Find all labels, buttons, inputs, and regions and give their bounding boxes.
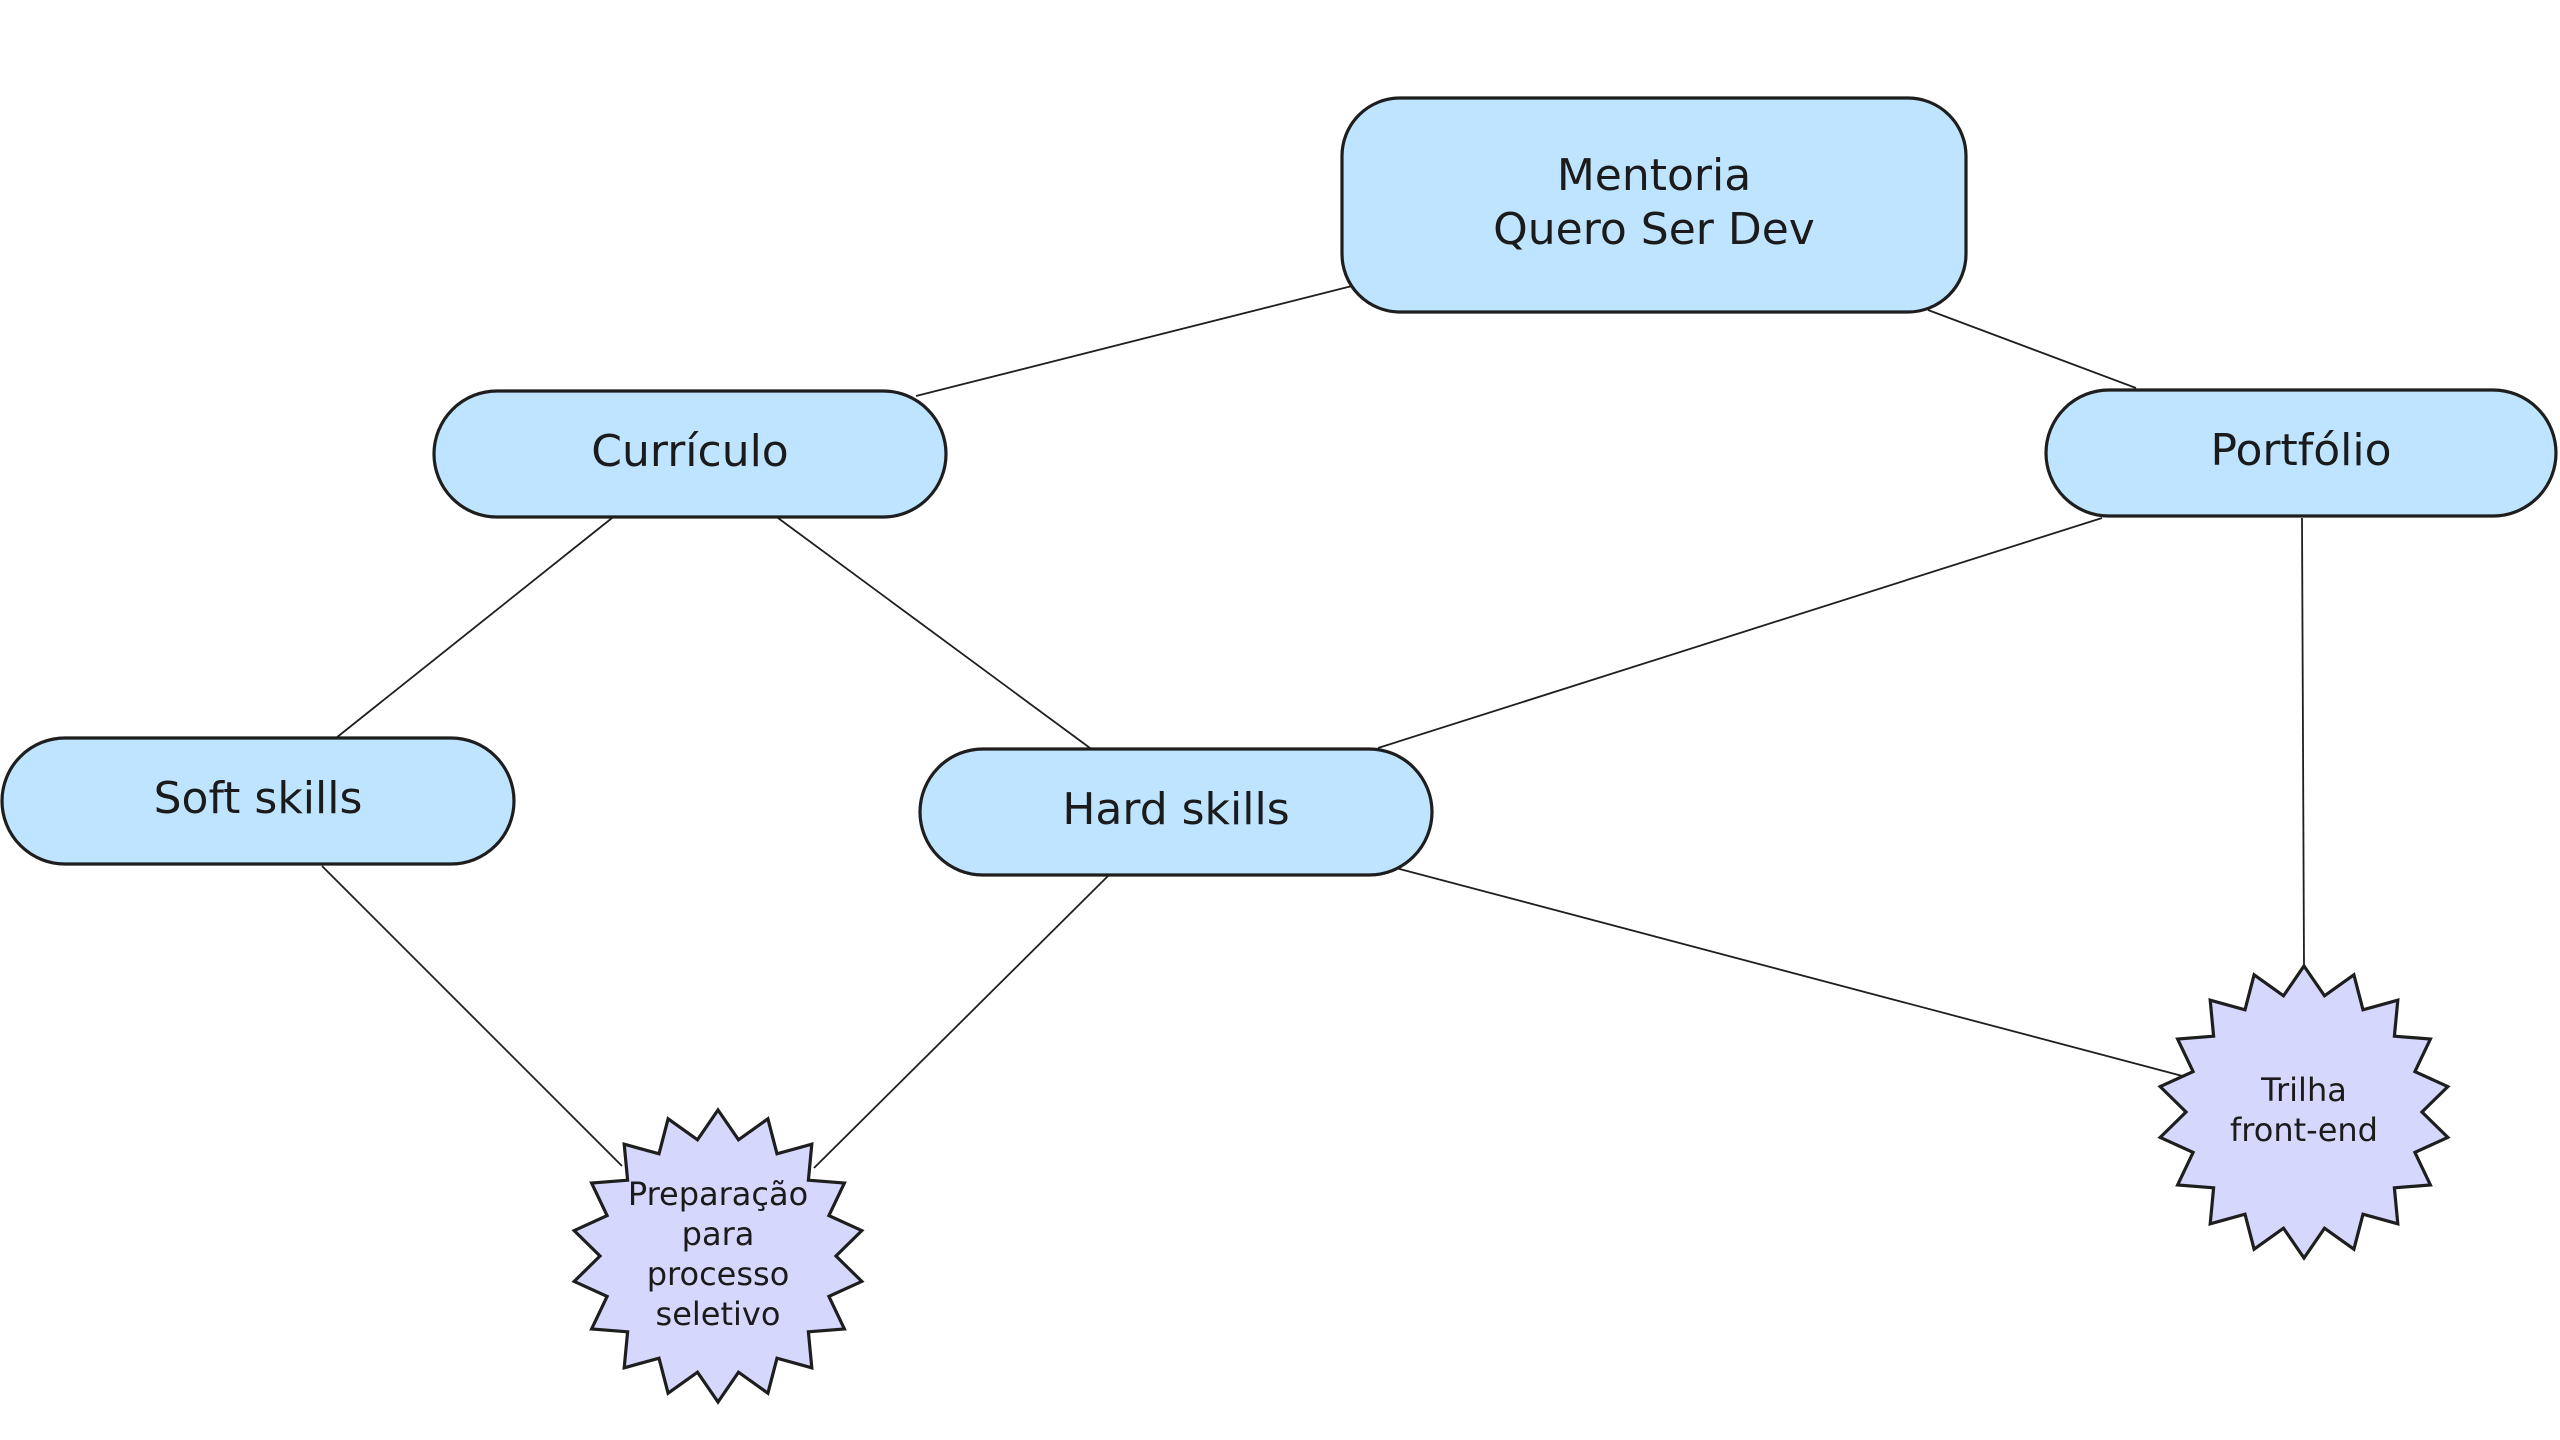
node-hard-skills-shape — [918, 747, 1434, 877]
node-trilha-star-shape — [2157, 963, 2451, 1261]
node-mentoria-label-line: Quero Ser Dev — [1493, 204, 1815, 255]
connector-portfolio-to-hard_skills — [1377, 517, 2103, 749]
connector-hard_skills-to-preparacao — [813, 875, 1109, 1169]
node-mentoria-label-line: Mentoria — [1557, 150, 1751, 201]
node-preparacao-label-line: processo — [647, 1255, 790, 1293]
node-portfolio-shape — [2044, 388, 2558, 518]
node-curriculo: Currículo — [432, 389, 948, 519]
node-curriculo-label-line: Currículo — [591, 426, 788, 477]
connector-lines — [321, 285, 2305, 1169]
node-hard-skills-label-line: Hard skills — [1062, 784, 1289, 835]
node-soft-skills-shape — [0, 736, 516, 866]
connector-portfolio-to-trilha — [2301, 517, 2305, 967]
node-curriculo-shape — [432, 389, 948, 519]
node-preparacao-label-line: seletivo — [656, 1295, 781, 1333]
connector-mentoria-to-portfolio — [1927, 309, 2137, 389]
node-portfolio-label-line: Portfólio — [2210, 425, 2391, 476]
node-preparacao-label-line: Preparação — [628, 1175, 808, 1213]
connector-mentoria-to-curriculo — [915, 285, 1353, 397]
node-trilha-label-line: Trilha — [2260, 1071, 2347, 1109]
node-mentoria-shape — [1340, 96, 1968, 314]
node-trilha-label-line: front-end — [2230, 1111, 2378, 1149]
node-portfolio: Portfólio — [2044, 388, 2558, 518]
node-preparacao-label-line: para — [682, 1215, 755, 1253]
connector-hard_skills-to-trilha — [1395, 867, 2191, 1079]
connector-soft_skills-to-preparacao — [321, 865, 623, 1167]
node-soft-skills: Soft skills — [0, 736, 516, 866]
node-preparacao-star-shape — [571, 1107, 865, 1405]
connector-curriculo-to-soft_skills — [335, 517, 613, 739]
connector-curriculo-to-hard_skills — [777, 517, 1091, 749]
node-soft-skills-label-line: Soft skills — [154, 773, 363, 824]
node-hard-skills: Hard skills — [918, 747, 1434, 877]
